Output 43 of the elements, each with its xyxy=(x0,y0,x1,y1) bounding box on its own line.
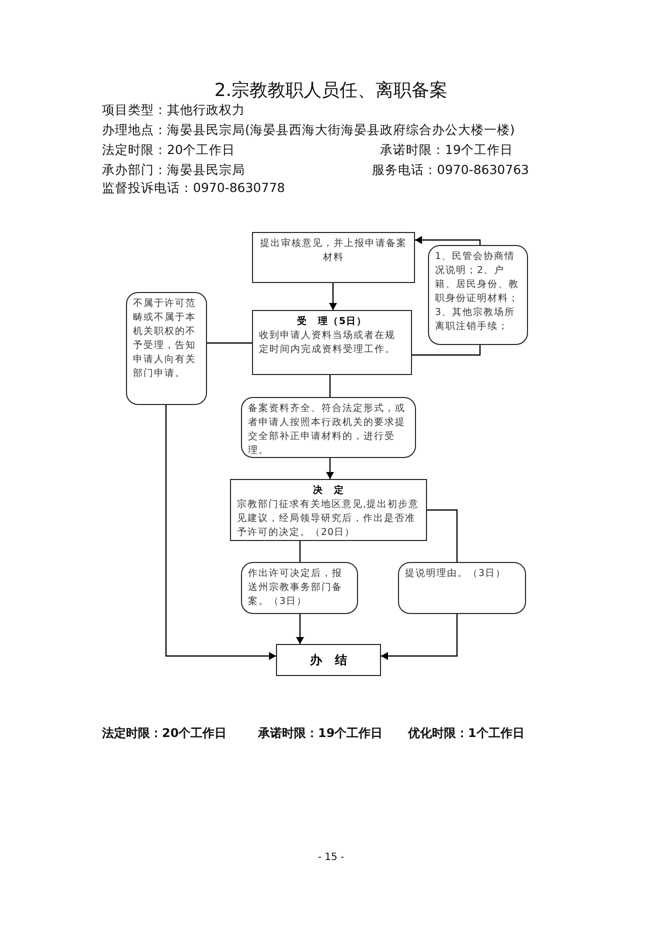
info-text: 法定时限：20个工作日 xyxy=(102,142,235,159)
time-limit-text: 优化时限：1个工作日 xyxy=(408,725,524,742)
note-box xyxy=(126,292,207,405)
time-limit-text: 法定时限：20个工作日 xyxy=(102,725,227,742)
box-text: 不属于许可范畴或不属于本机关职权的不予受理，告知申请人向有关部门申请。 xyxy=(133,297,197,381)
info-text: 服务电话：0970-8630763 xyxy=(372,162,529,179)
connector-line xyxy=(412,345,481,356)
box-text: 作出许可决定后，报送州宗教事务部门备案。（3日） xyxy=(248,567,344,609)
page-number: - 15 - xyxy=(316,852,346,863)
process-box xyxy=(252,310,412,375)
note-box xyxy=(398,562,526,614)
box-heading: 决 定 xyxy=(312,484,346,498)
arrow xyxy=(381,614,458,660)
arrow xyxy=(296,614,304,644)
box-text: 1、民管会协商情况说明；2、户籍、居民身份、教职身份证明材料；3、其他宗教场所离职注销手续； xyxy=(435,250,520,334)
time-limit-text: 承诺时限：19个工作日 xyxy=(258,725,383,742)
arrow xyxy=(165,405,276,660)
note-box xyxy=(428,245,528,345)
process-box xyxy=(252,232,415,283)
arrow xyxy=(415,236,481,245)
connector-line xyxy=(207,342,252,344)
note-box xyxy=(241,562,358,614)
box-text: 宗教部门征求有关地区意见,提出初步意见建议，经局领导研究后，作出是否准予许可的决定。（20日） xyxy=(237,498,420,540)
info-text: 办理地点：海晏县民宗局(海晏县西海大街海晏县政府综合办公大楼一楼) xyxy=(102,122,515,139)
end-box xyxy=(276,644,381,676)
connector-line xyxy=(329,375,331,397)
box-text: 备案资料齐全、符合法定形式，或者申请人按照本行政机关的要求提交全部补正申请材料的，进行受理。 xyxy=(248,402,406,458)
box-text: 提说明理由。（3日） xyxy=(405,567,508,581)
box-text: 办 结 xyxy=(308,652,348,669)
connector-line xyxy=(299,541,301,562)
process-box xyxy=(230,479,427,541)
info-text: 项目类型：其他行政权力 xyxy=(102,102,245,119)
title: 2.宗教教职人员任、离职备案 xyxy=(213,79,449,102)
box-text: 收到申请人资料当场或者在规定时间内完成资料受理工作。 xyxy=(259,329,396,357)
info-text: 承诺时限：19个工作日 xyxy=(380,142,513,159)
arrow xyxy=(326,458,334,479)
info-text: 承办部门：海晏县民宗局 xyxy=(102,162,245,179)
arrow xyxy=(329,283,337,310)
box-heading: 受 理（5日） xyxy=(296,315,368,329)
info-text: 监督投诉电话：0970-8630778 xyxy=(102,180,285,197)
connector-line xyxy=(427,509,458,562)
note-box xyxy=(241,397,416,458)
box-text: 提出审核意见，并上报申请备案材料 xyxy=(259,237,408,265)
